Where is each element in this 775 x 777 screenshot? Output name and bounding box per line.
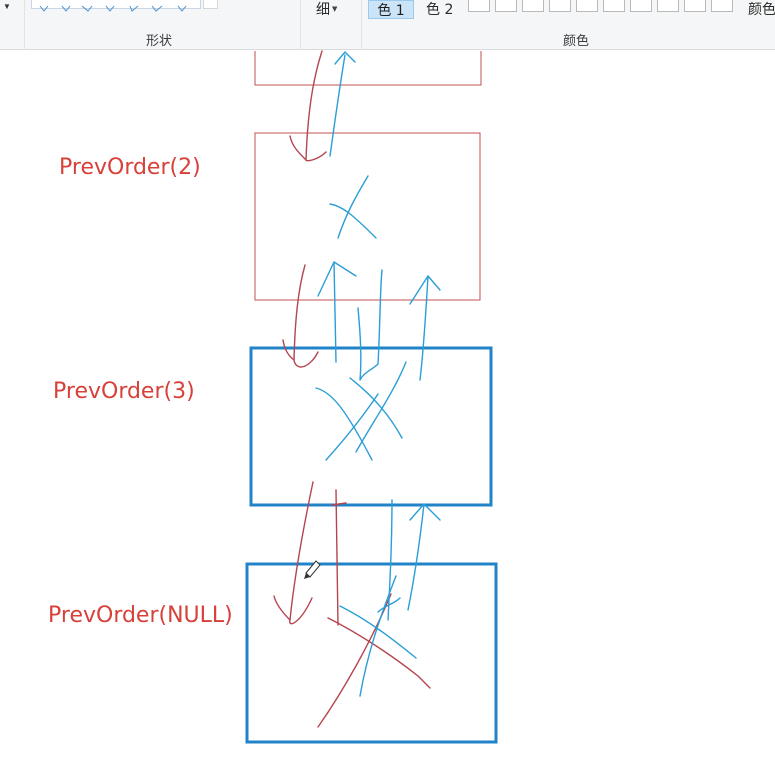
blue-ink-strokes xyxy=(315,51,441,697)
frame-prevorder-2 xyxy=(254,132,481,301)
frame-prevorder-null xyxy=(245,562,498,744)
color2-button[interactable]: 色 2 xyxy=(426,0,453,18)
shapes-scroll-button[interactable] xyxy=(203,0,218,9)
shapes-group-label: 形状 xyxy=(146,34,173,49)
color2-label: 色 2 xyxy=(426,2,454,18)
edit-colors-label: 颜色 xyxy=(748,2,775,18)
color-swatch[interactable] xyxy=(684,0,706,12)
chevron-down-icon: ▼ xyxy=(332,5,338,13)
color-swatch[interactable] xyxy=(549,0,571,12)
shapes-gallery[interactable] xyxy=(31,0,201,12)
label-prevorder-3: PrevOrder(3) xyxy=(53,379,195,404)
dropdown-arrow-icon[interactable]: ▼ xyxy=(3,2,11,11)
drawing-canvas[interactable]: PrevOrder(2) PrevOrder(3) PrevOrder(NULL… xyxy=(0,51,775,777)
colors-group-label: 颜色 xyxy=(563,34,590,49)
color-swatch[interactable] xyxy=(522,0,544,12)
color-swatch[interactable] xyxy=(657,0,679,12)
color-swatch[interactable] xyxy=(603,0,625,12)
color1-label: 色 1 xyxy=(377,2,405,19)
label-prevorder-null: PrevOrder(NULL) xyxy=(48,603,233,628)
ribbon-separator xyxy=(24,0,25,50)
color-swatch[interactable] xyxy=(468,0,490,12)
color-swatch[interactable] xyxy=(495,0,517,12)
label-prevorder-2: PrevOrder(2) xyxy=(59,155,201,180)
ribbon-separator xyxy=(361,0,362,50)
paint-ribbon: ▼ 形状 细 ▼ 色 1 色 2 颜色 颜色 xyxy=(0,0,775,50)
edit-colors-button[interactable]: 颜色 xyxy=(748,0,775,18)
color1-button[interactable]: 色 1 xyxy=(368,0,414,19)
size-label: 细 xyxy=(316,2,330,18)
pencil-cursor-icon xyxy=(304,560,321,579)
size-button[interactable]: 细 ▼ xyxy=(316,0,337,18)
frame-top xyxy=(254,51,482,86)
red-ink-strokes xyxy=(273,50,431,728)
frame-prevorder-3 xyxy=(249,346,493,507)
shapes-gallery-icons xyxy=(39,5,187,12)
color-swatch[interactable] xyxy=(576,0,598,12)
color-swatch[interactable] xyxy=(630,0,652,12)
ribbon-separator xyxy=(300,0,301,50)
color-swatch[interactable] xyxy=(711,0,733,12)
